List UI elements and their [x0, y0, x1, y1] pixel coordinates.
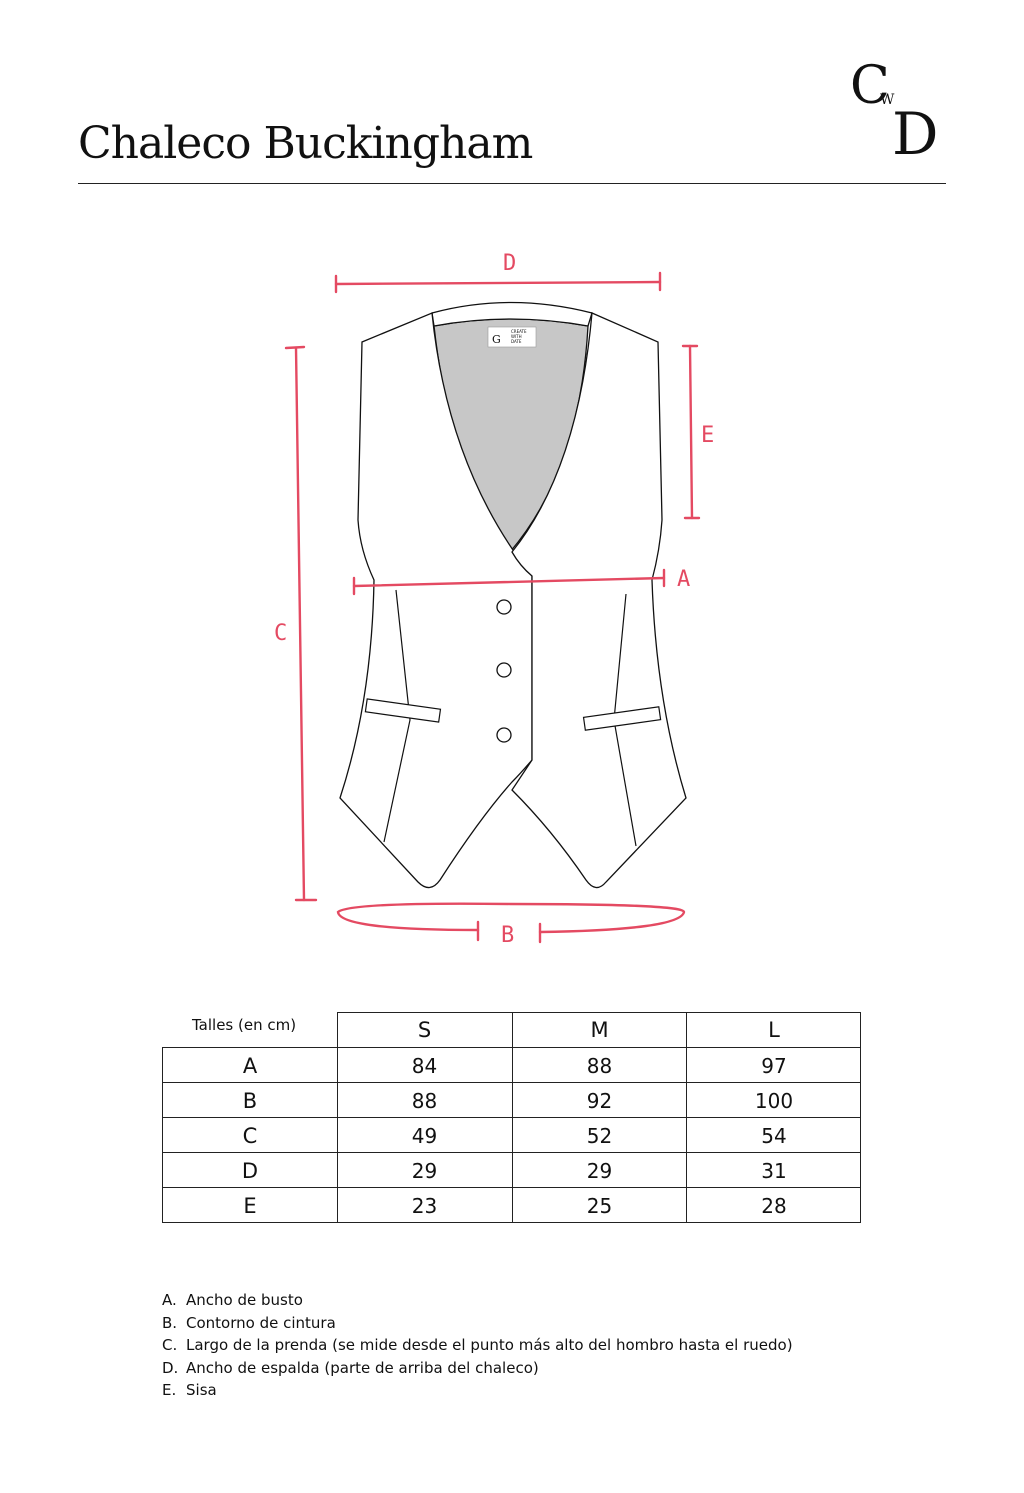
table-rule [337, 1012, 861, 1013]
table-rule [162, 1047, 163, 1223]
legend-item: B. Contorno de cintura [162, 1312, 793, 1335]
legend-letter: E. [162, 1381, 177, 1399]
table-caption: Talles (en cm) [192, 1016, 297, 1034]
measure-c [284, 345, 318, 902]
vest-brand-tag [487, 326, 537, 348]
table-cell: 29 [411, 1158, 438, 1183]
table-rule [162, 1117, 861, 1118]
row-label: E [243, 1193, 257, 1218]
vest-button [496, 727, 512, 743]
column-header-s: S [417, 1017, 432, 1042]
table-rule [162, 1222, 861, 1223]
measure-e [681, 344, 701, 520]
brand-logo: C W D [848, 56, 948, 172]
table-cell: 29 [586, 1158, 613, 1183]
measure-d [334, 271, 662, 294]
vest-right-panel [511, 312, 687, 889]
table-cell: 100 [754, 1088, 794, 1113]
vest-left-dart [383, 589, 411, 843]
measure-a [352, 568, 666, 596]
measure-a-label: A [677, 567, 690, 592]
measure-b-label: B [501, 923, 514, 948]
vest-right-pocket [582, 706, 662, 731]
table-rule [686, 1012, 687, 1223]
table-rule [162, 1152, 861, 1153]
table-rule [162, 1187, 861, 1188]
tag-text: WITH [511, 334, 522, 339]
tag-mark: G [492, 333, 501, 346]
vest-left-pocket [364, 698, 442, 723]
table-cell: 28 [761, 1193, 787, 1218]
logo-letter-d: D [892, 100, 939, 168]
legend-text: Ancho de busto [186, 1291, 303, 1309]
measure-c-label: C [274, 621, 287, 646]
page-title: Chaleco Buckingham [78, 118, 533, 169]
legend-item: D. Ancho de espalda (parte de arriba del… [162, 1357, 793, 1380]
row-label: A [242, 1053, 258, 1078]
column-header-l: L [768, 1017, 780, 1042]
table-rule [860, 1012, 861, 1223]
vest-diagram: G CREATE WITH DATE D E A C B [274, 251, 714, 948]
table-cell: 54 [761, 1123, 787, 1148]
tag-text: DATE [511, 339, 522, 344]
legend-item: A. Ancho de busto [162, 1289, 793, 1312]
legend-letter: D. [162, 1358, 179, 1377]
vest-collar-band [431, 301, 593, 327]
logo-letter-c: C [850, 56, 890, 116]
table-rule [337, 1012, 338, 1223]
table-cell: 92 [586, 1088, 613, 1113]
legend-letter: B. [162, 1313, 178, 1332]
table-cell: 31 [761, 1158, 787, 1183]
column-header-m: M [590, 1017, 609, 1042]
table-cell: 23 [411, 1193, 438, 1218]
vest-button [496, 662, 512, 678]
table-rule [162, 1082, 861, 1083]
measure-b [336, 902, 686, 944]
logo-letter-w: W [880, 92, 895, 108]
vest-button [496, 599, 512, 615]
row-label: C [242, 1123, 258, 1148]
measure-d-label: D [503, 251, 516, 276]
header-divider [78, 183, 946, 184]
legend-text: Ancho de espalda (parte de arriba del ch… [186, 1358, 539, 1377]
legend-text: Largo de la prenda (se mide desde el pun… [186, 1336, 793, 1354]
legend-text: Contorno de cintura [186, 1313, 336, 1332]
table-cell: 84 [411, 1053, 438, 1078]
table-cell: 52 [586, 1123, 613, 1148]
table-cell: 25 [586, 1193, 613, 1218]
row-label: D [241, 1158, 259, 1183]
table-cell: 88 [586, 1053, 613, 1078]
table-rule [512, 1012, 513, 1223]
vest-left-panel [339, 312, 533, 889]
row-label: B [242, 1088, 258, 1113]
table-cell: 49 [411, 1123, 438, 1148]
measurement-legend: A. Ancho de busto B. Contorno de cintura… [162, 1289, 793, 1402]
legend-item: C. Largo de la prenda (se mide desde el … [162, 1334, 793, 1357]
table-cell: 88 [411, 1088, 438, 1113]
table-rule [162, 1047, 861, 1048]
tag-text: CREATE [511, 329, 527, 334]
legend-letter: C. [162, 1336, 178, 1354]
legend-item: E. Sisa [162, 1379, 793, 1402]
legend-text: Sisa [186, 1381, 217, 1399]
legend-letter: A. [162, 1291, 177, 1309]
measure-e-label: E [701, 423, 714, 448]
table-cell: 97 [761, 1053, 787, 1078]
